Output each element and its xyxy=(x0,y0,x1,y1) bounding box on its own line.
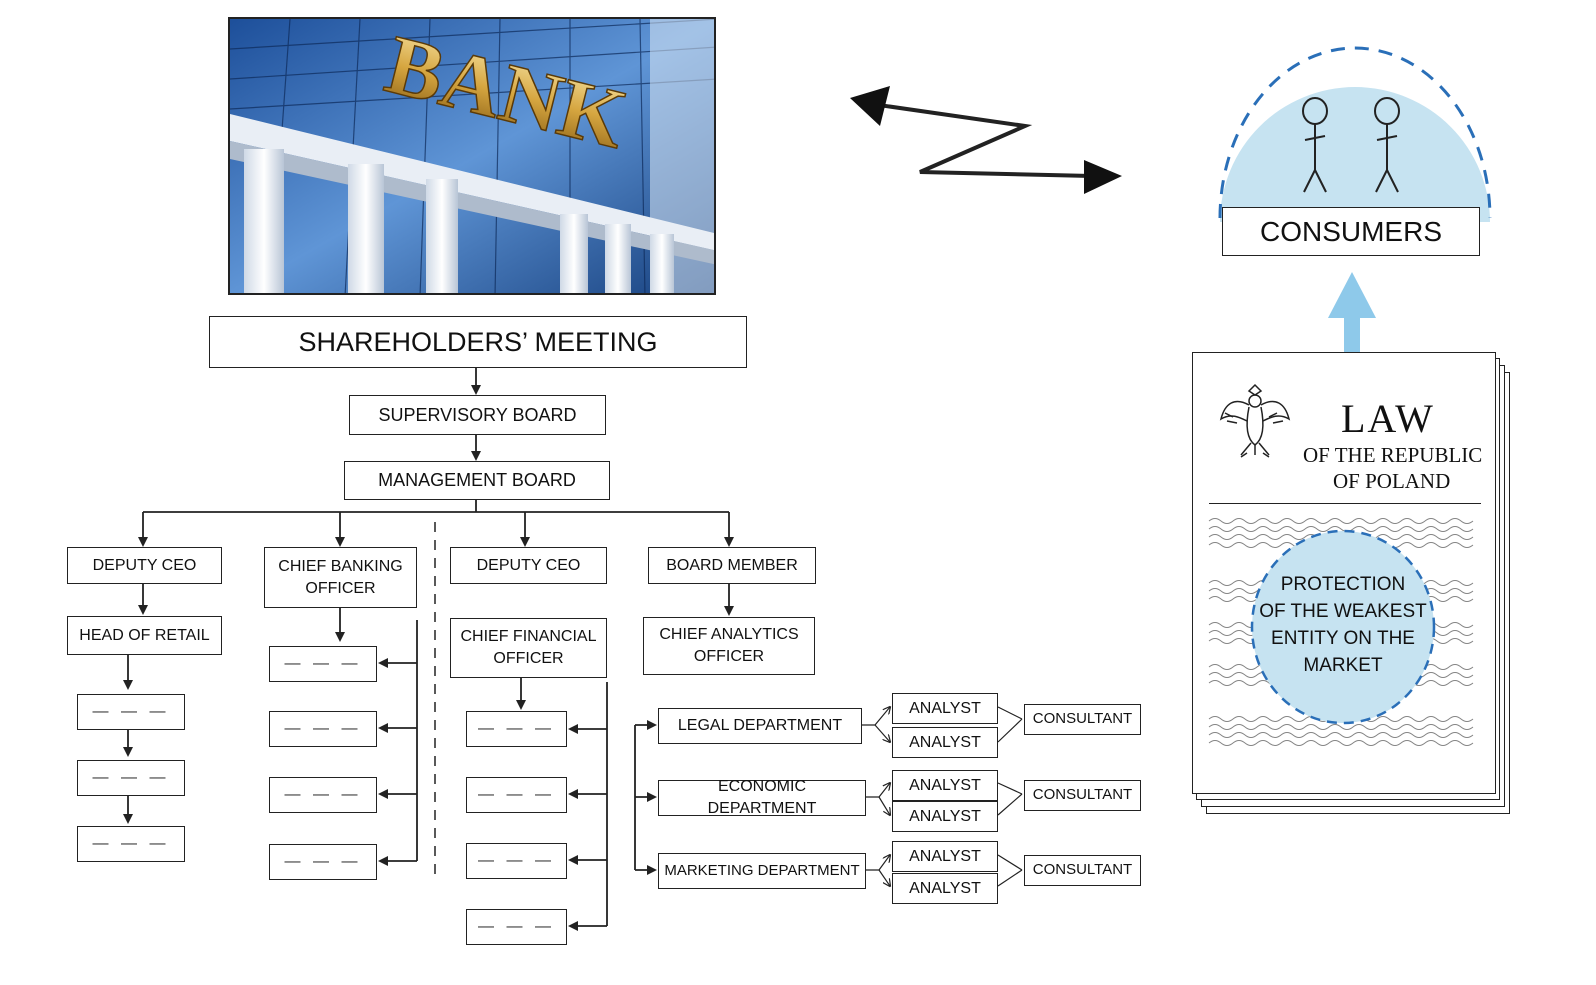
analyst-label: ANALYST xyxy=(909,879,981,897)
analyst-box: ANALYST xyxy=(892,801,998,832)
protection-line2: OF THE WEAKEST xyxy=(1259,601,1427,622)
head-of-retail-box: HEAD OF RETAIL xyxy=(67,616,222,655)
placeholder-dashes: — — — xyxy=(478,786,555,804)
placeholder-box: — — — xyxy=(466,843,567,879)
placeholder-dashes: — — — xyxy=(478,852,555,870)
cfo-line2: OFFICER xyxy=(493,650,564,667)
economic-department-box: ECONOMIC DEPARTMENT xyxy=(658,778,866,817)
department-label: ECONOMIC DEPARTMENT xyxy=(707,778,817,817)
analyst-box: ANALYST xyxy=(892,873,998,904)
management-board-box: MANAGEMENT BOARD xyxy=(344,461,610,500)
board-member-label: BOARD MEMBER xyxy=(666,556,798,574)
analyst-box: ANALYST xyxy=(892,693,998,724)
placeholder-box: — — — xyxy=(77,694,185,730)
placeholder-box: — — — xyxy=(269,646,377,682)
protection-line4: MARKET xyxy=(1303,655,1383,676)
cfo-line1: CHIEF FINANCIAL xyxy=(460,628,597,646)
consumers-label-box: CONSUMERS xyxy=(1222,207,1480,256)
placeholder-dashes: — — — xyxy=(284,786,362,804)
protection-circle xyxy=(1250,529,1436,725)
analyst-label: ANALYST xyxy=(909,807,981,825)
person-icon xyxy=(1374,97,1400,193)
supervisory-board-label: SUPERVISORY BOARD xyxy=(378,404,577,425)
deputy-ceo-1-label: DEPUTY CEO xyxy=(92,556,197,574)
cao-line2: OFFICER xyxy=(693,648,765,665)
consultant-box: CONSULTANT xyxy=(1024,780,1141,811)
consultant-label: CONSULTANT xyxy=(1032,861,1133,879)
consultant-box: CONSULTANT xyxy=(1024,855,1141,886)
analyst-label: ANALYST xyxy=(909,847,981,865)
bank-building-image: BANK xyxy=(228,17,716,295)
head-of-retail-label: HEAD OF RETAIL xyxy=(79,626,210,644)
placeholder-dashes: — — — xyxy=(92,835,170,853)
interaction-zigzag-arrow xyxy=(850,86,1122,194)
placeholder-box: — — — xyxy=(269,777,377,813)
supervisory-board-box: SUPERVISORY BOARD xyxy=(349,395,606,435)
placeholder-box: — — — xyxy=(77,760,185,796)
analyst-box: ANALYST xyxy=(892,841,998,872)
marketing-department-box: MARKETING DEPARTMENT xyxy=(658,853,866,889)
placeholder-box: — — — xyxy=(466,777,567,813)
analyst-box: ANALYST xyxy=(892,770,998,801)
board-member-box: BOARD MEMBER xyxy=(648,547,816,584)
deputy-ceo-2-box: DEPUTY CEO xyxy=(450,547,607,584)
legal-department-box: LEGAL DEPARTMENT xyxy=(658,708,862,744)
consultant-label: CONSULTANT xyxy=(1032,786,1133,804)
placeholder-dashes: — — — xyxy=(284,655,362,673)
placeholder-box: — — — xyxy=(269,711,377,747)
placeholder-dashes: — — — xyxy=(478,918,555,936)
placeholder-box: — — — xyxy=(269,844,377,880)
placeholder-dashes: — — — xyxy=(92,703,170,721)
placeholder-box: — — — xyxy=(77,826,185,862)
placeholder-dashes: — — — xyxy=(284,853,362,871)
protection-line3: ENTITY ON THE xyxy=(1271,628,1415,649)
consumers-bubble xyxy=(1218,46,1492,222)
analyst-box: ANALYST xyxy=(892,727,998,758)
analyst-label: ANALYST xyxy=(909,733,981,751)
deputy-ceo-1-box: DEPUTY CEO xyxy=(67,547,222,584)
chief-banking-line2: OFFICER xyxy=(305,579,376,597)
cfo-box: CHIEF FINANCIAL OFFICER xyxy=(450,618,607,678)
protection-text: PROTECTION OF THE WEAKEST ENTITY ON THE … xyxy=(1249,571,1437,679)
placeholder-dashes: — — — xyxy=(284,720,362,738)
law-subtitle-line2: OF POLAND xyxy=(1333,469,1451,493)
consultant-box: CONSULTANT xyxy=(1024,704,1141,735)
analyst-label: ANALYST xyxy=(909,699,981,717)
shareholders-meeting-box: SHAREHOLDERS’ MEETING xyxy=(209,316,747,368)
cao-box: CHIEF ANALYTICS OFFICER xyxy=(643,617,815,675)
law-divider xyxy=(1209,503,1481,504)
placeholder-dashes: — — — xyxy=(478,720,555,738)
person-icon xyxy=(1302,97,1328,193)
protection-line1: PROTECTION xyxy=(1280,574,1406,595)
analyst-label: ANALYST xyxy=(909,776,981,794)
department-label: MARKETING DEPARTMENT xyxy=(664,861,860,879)
law-title: LAW xyxy=(1341,396,1435,441)
chief-banking-officer-box: CHIEF BANKING OFFICER xyxy=(264,547,417,608)
placeholder-box: — — — xyxy=(466,711,567,747)
chief-banking-line1: CHIEF BANKING xyxy=(278,557,403,575)
department-label: LEGAL DEPARTMENT xyxy=(677,717,843,735)
management-board-label: MANAGEMENT BOARD xyxy=(378,470,576,491)
placeholder-box: — — — xyxy=(466,909,567,945)
consumers-label: CONSUMERS xyxy=(1259,215,1442,247)
cao-line1: CHIEF ANALYTICS xyxy=(659,626,799,644)
law-subtitle-line1: OF THE REPUBLIC xyxy=(1303,443,1483,467)
law-document: LAW OF THE REPUBLIC OF POLAND PROTECTION xyxy=(1192,352,1496,794)
consultant-label: CONSULTANT xyxy=(1032,710,1133,728)
deputy-ceo-2-label: DEPUTY CEO xyxy=(476,556,581,574)
placeholder-dashes: — — — xyxy=(92,769,170,787)
polish-eagle-emblem-icon xyxy=(1219,383,1291,458)
shareholders-meeting-label: SHAREHOLDERS’ MEETING xyxy=(298,326,658,357)
